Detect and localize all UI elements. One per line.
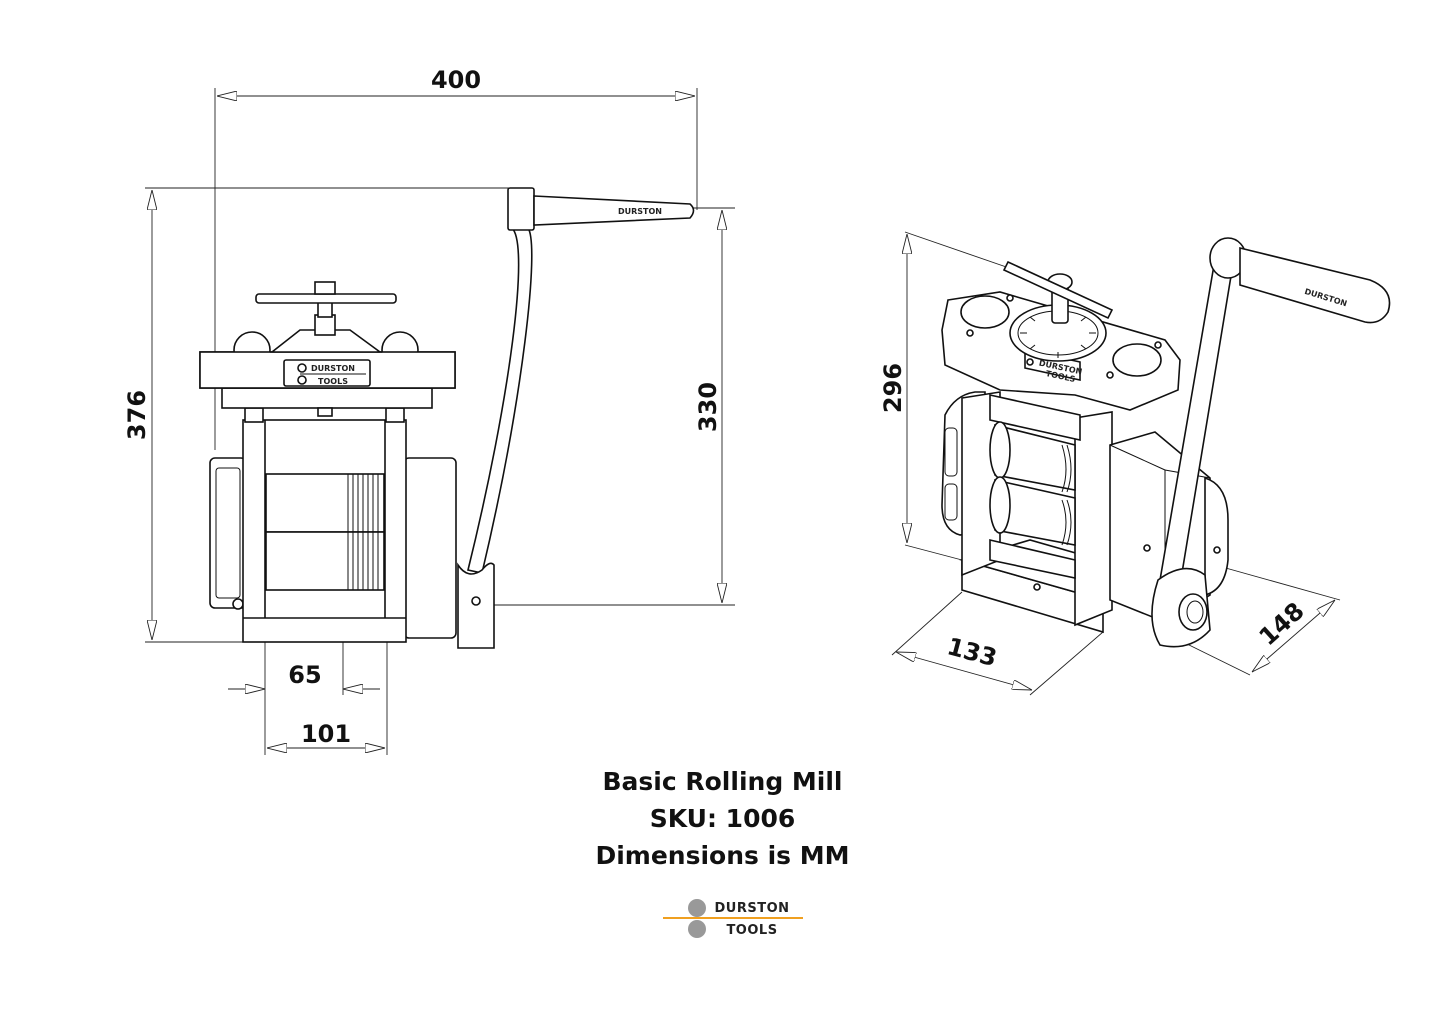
front-handle-label: DURSTON <box>618 207 662 216</box>
logo-dot-bottom <box>688 920 706 938</box>
isometric-view: DURSTON TOOLS DURSTON <box>891 231 1391 696</box>
dim-65: 65 <box>288 661 321 689</box>
caption-block: Basic Rolling Mill SKU: 1006 Dimensions … <box>0 763 1445 874</box>
caption-sku: SKU: 1006 <box>649 804 796 833</box>
logo-line-1: DURSTON <box>714 901 789 916</box>
front-view: DURSTON TOOLS DURSTON <box>145 88 735 755</box>
dim-133: 133 <box>944 632 1000 672</box>
dim-376: 376 <box>123 390 151 440</box>
roller-grooves <box>347 474 379 590</box>
dim-101: 101 <box>301 720 351 748</box>
dim-line-133 <box>896 652 1032 690</box>
dim-400: 400 <box>431 66 481 94</box>
front-plate-label-1: DURSTON <box>311 364 355 373</box>
front-plate-label-2: TOOLS <box>318 377 348 386</box>
logo-line-2: TOOLS <box>726 923 777 938</box>
dim-line-148 <box>1252 600 1335 672</box>
dim-296: 296 <box>879 363 907 413</box>
durston-logo: DURSTON TOOLS <box>663 899 803 938</box>
dim-330: 330 <box>694 382 722 432</box>
caption-title: Basic Rolling Mill <box>602 767 843 796</box>
dim-148: 148 <box>1254 597 1310 651</box>
caption-units: Dimensions is MM <box>595 841 850 870</box>
logo-dot-top <box>688 899 706 917</box>
